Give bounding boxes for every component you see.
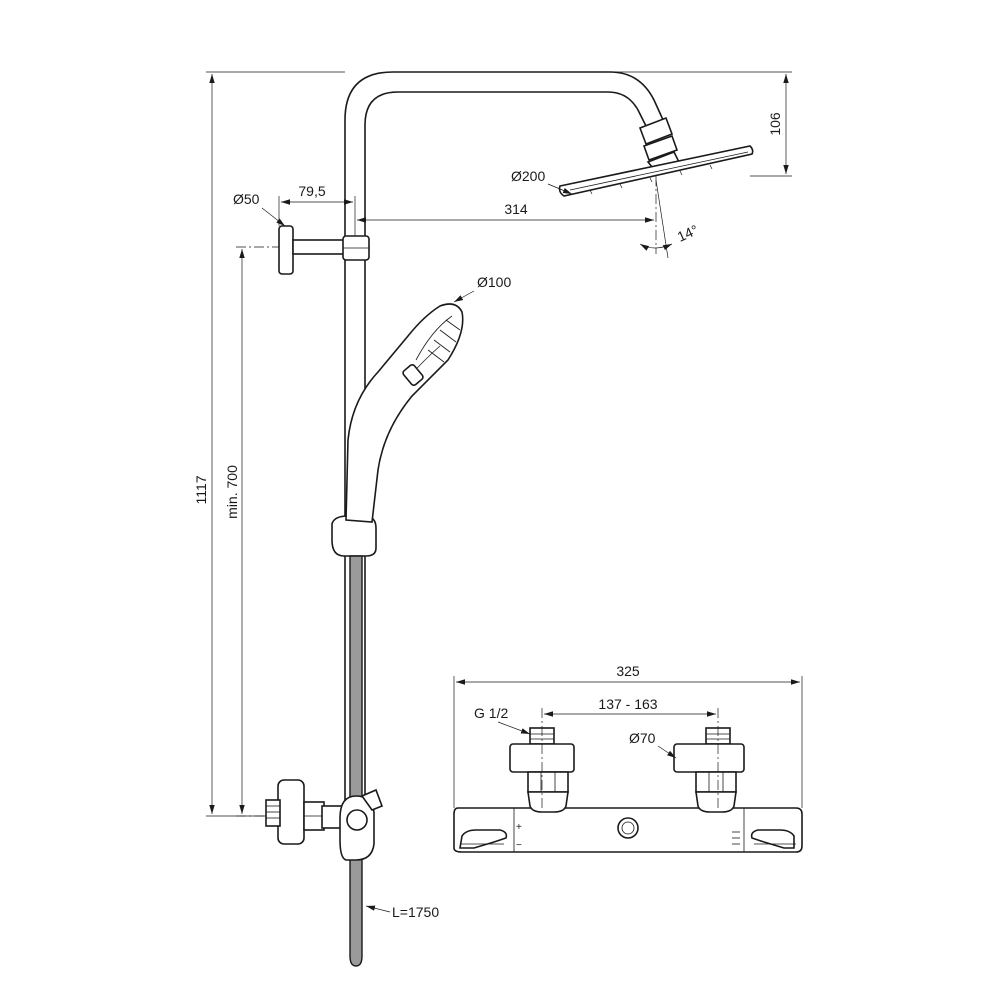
dimension-hand-shower: Ø100 xyxy=(453,274,511,303)
column-diverter xyxy=(265,779,384,861)
inlet-thread-label: G 1/2 xyxy=(474,705,508,721)
dimension-tilt-angle: 14° xyxy=(639,179,701,259)
shower-column xyxy=(265,71,754,967)
dimension-bracket: 79,5 Ø50 xyxy=(233,183,356,236)
shower-hose xyxy=(349,555,363,967)
dimension-arm-projection: 314 xyxy=(357,176,657,254)
dimension-min-height: min. 700 xyxy=(224,246,279,817)
hose-length-label: L=1750 xyxy=(392,904,439,920)
dimension-head-height: 106 xyxy=(600,71,792,177)
min-height-label: min. 700 xyxy=(224,465,240,519)
dimension-mixer-width: 325 xyxy=(453,663,803,808)
dimension-hose-length: L=1750 xyxy=(365,904,439,920)
bracket-diameter-label: Ø50 xyxy=(233,191,260,207)
dimension-flange-diameter: Ø70 xyxy=(629,730,677,759)
overhead-diameter-label: Ø200 xyxy=(511,168,545,184)
dimension-inlet-thread: G 1/2 xyxy=(474,705,531,735)
bracket-offset-label: 79,5 xyxy=(298,183,325,199)
head-height-label: 106 xyxy=(767,112,783,136)
overhead-shower xyxy=(558,145,754,197)
mixer-minus-mark: − xyxy=(516,840,522,851)
mixer-plus-mark: + xyxy=(516,822,522,833)
dimension-inlet-centers: 137 - 163 xyxy=(541,696,719,808)
hand-shower-holder xyxy=(331,515,377,557)
tilt-angle-label: 14° xyxy=(675,222,701,245)
hand-shower-diameter-label: Ø100 xyxy=(477,274,511,290)
total-height-label: 1117 xyxy=(193,475,209,504)
thermostatic-mixer: + − xyxy=(453,727,803,853)
head-connector xyxy=(638,116,682,173)
dimension-total-height: 1117 xyxy=(193,71,345,817)
mixer-inlet-right xyxy=(673,727,745,813)
hand-shower xyxy=(345,303,464,523)
mixer-width-label: 325 xyxy=(616,663,640,679)
flange-diameter-label: Ø70 xyxy=(629,730,656,746)
dimension-overhead-diameter: Ø200 xyxy=(511,168,573,195)
inlet-centers-label: 137 - 163 xyxy=(598,696,657,712)
wall-bracket xyxy=(278,225,370,275)
arm-projection-label: 314 xyxy=(504,201,528,217)
mixer-center-button xyxy=(617,817,639,839)
